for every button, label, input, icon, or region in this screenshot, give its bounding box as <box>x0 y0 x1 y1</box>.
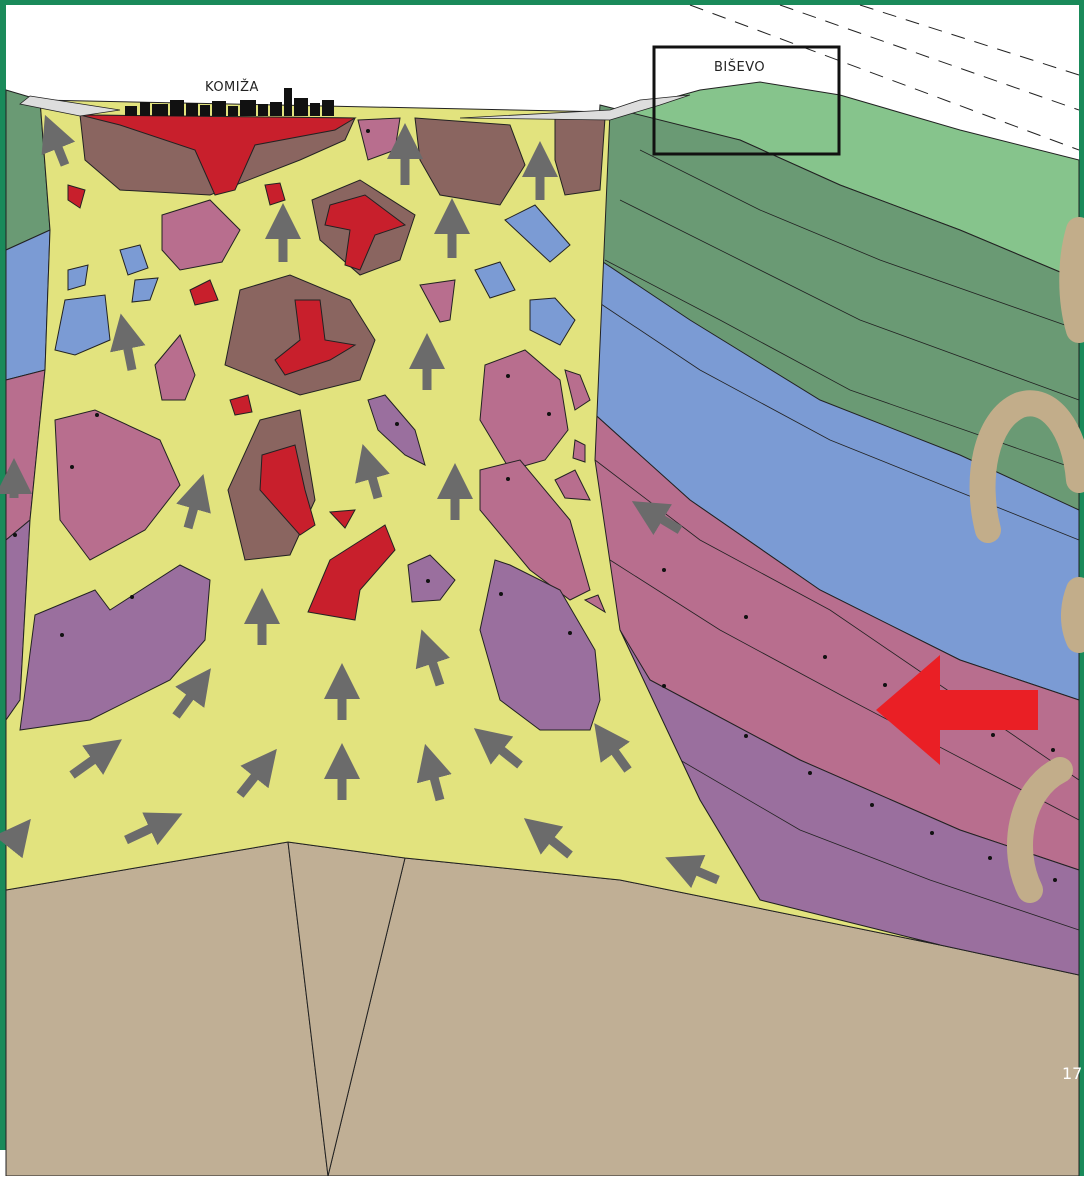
bisevo-label: BIŠEVO <box>714 60 765 75</box>
page-number: 17 <box>1062 1064 1082 1083</box>
left-frame-bar <box>0 0 6 1150</box>
basement-block <box>6 842 328 1176</box>
komiza-label: KOMIŽA <box>205 80 259 95</box>
blue-layer-left <box>6 230 50 380</box>
top-frame-bar <box>0 0 1084 5</box>
